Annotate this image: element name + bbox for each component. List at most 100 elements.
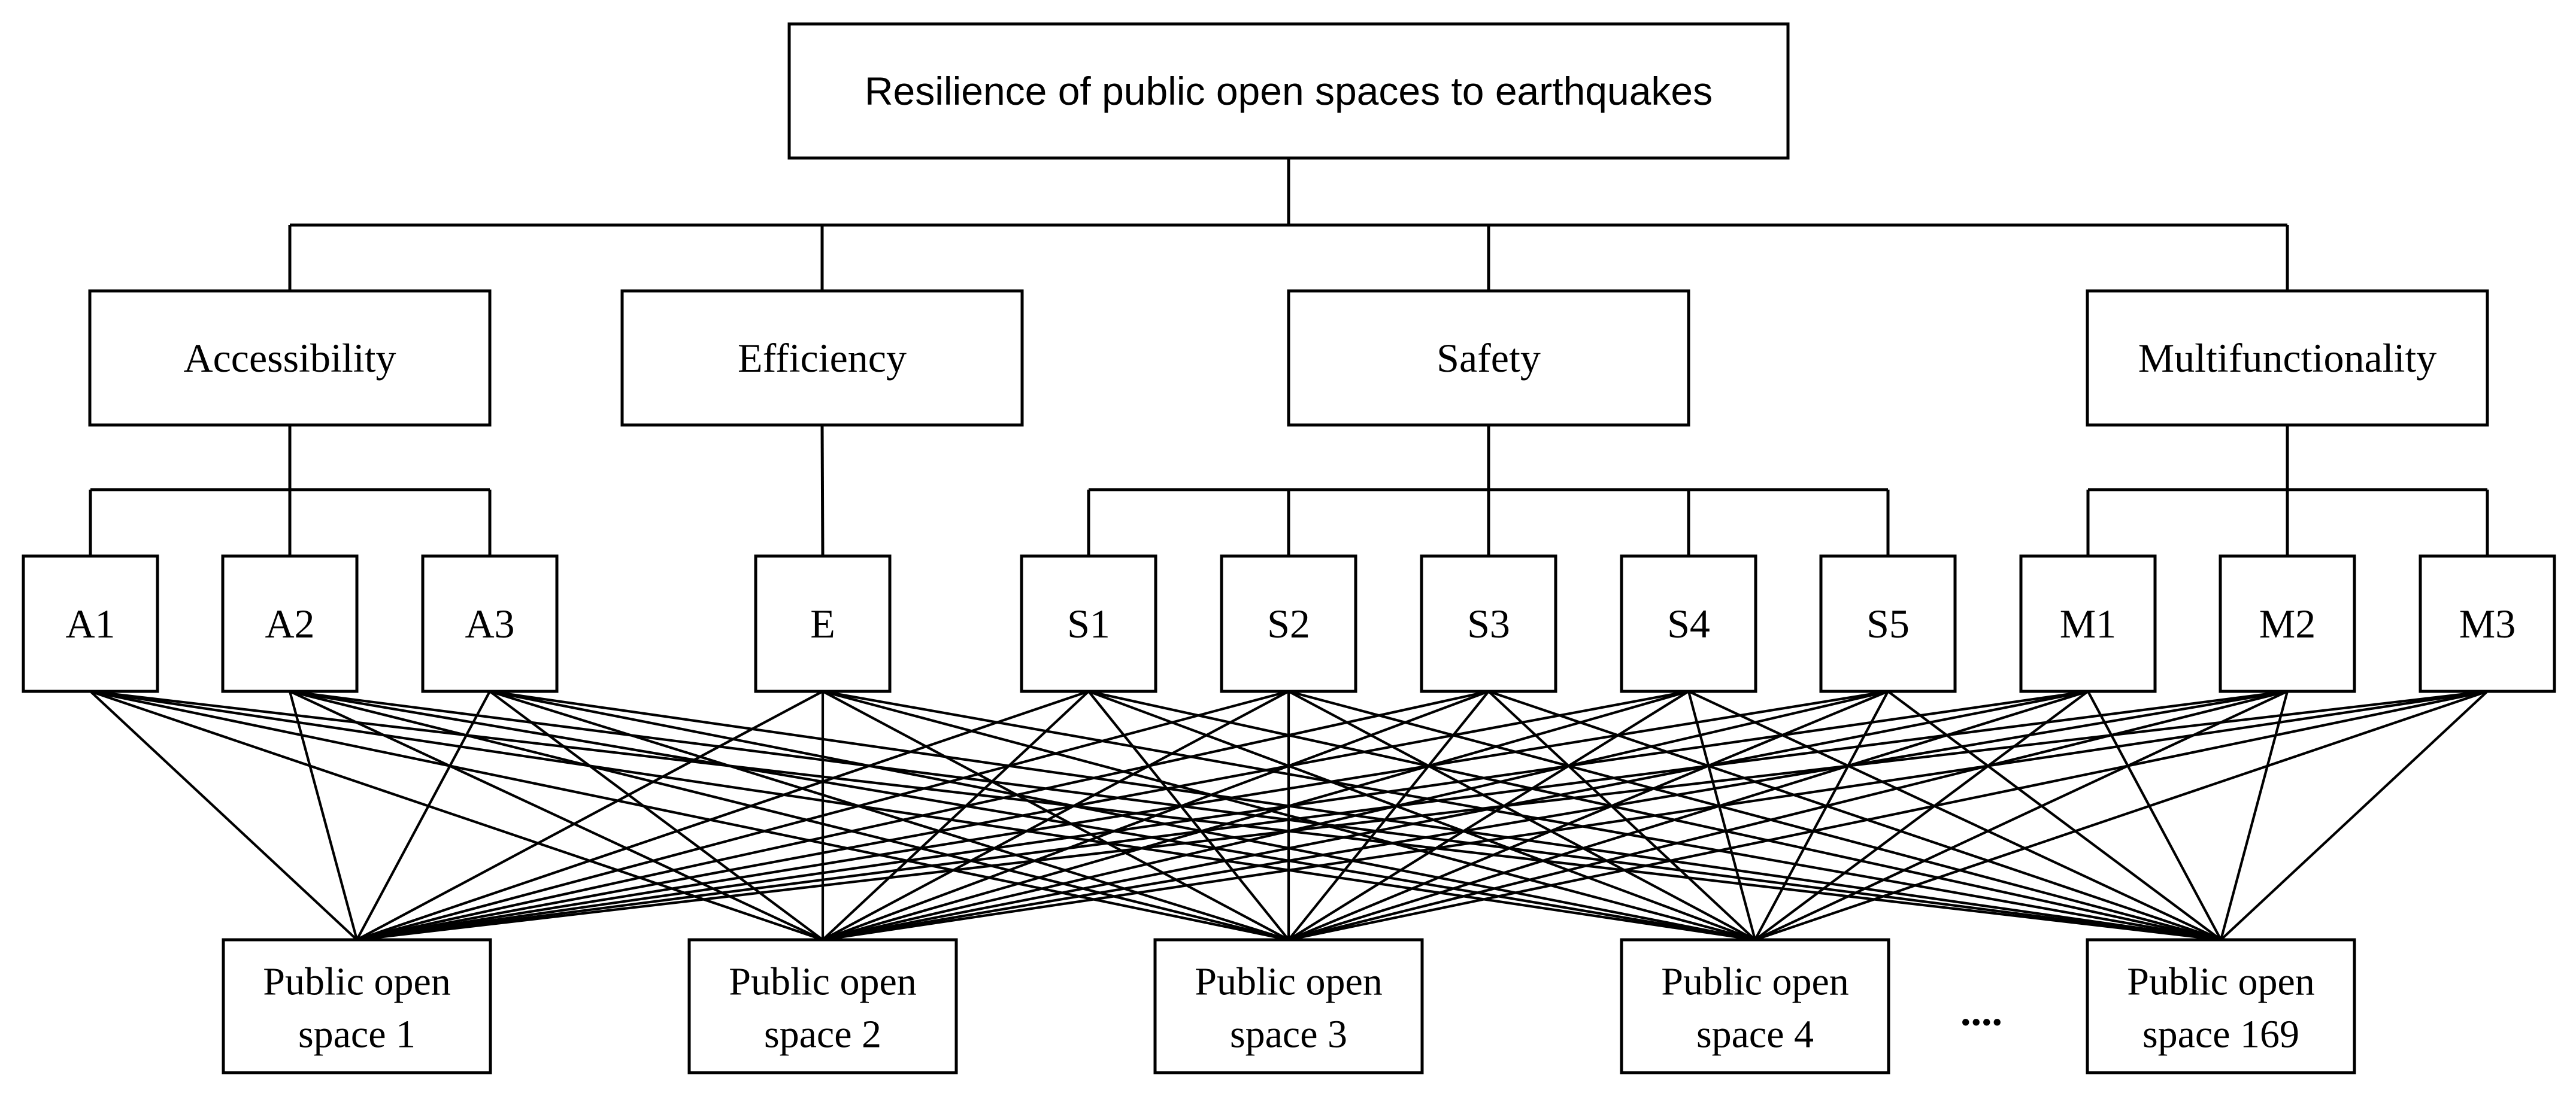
mesh-line-10-0 [356, 690, 2288, 942]
mesh-line-2-1 [489, 690, 824, 941]
criterion-box-multifunctionality: Multifunctionality [2086, 289, 2489, 427]
mesh-line-4-0 [356, 690, 1089, 941]
subcriterion-label: A1 [65, 601, 115, 646]
criterion-1-stem [820, 424, 825, 557]
criterion-label: Efficiency [738, 335, 907, 381]
mesh-line-0-2 [90, 690, 1289, 942]
mesh-line-9-0 [356, 690, 2089, 942]
alternative-label-line2: space 2 [764, 1013, 881, 1056]
alternative-label-line1: Public open [1195, 960, 1382, 1004]
mesh-line-0-1 [90, 690, 823, 941]
mesh-line-6-1 [822, 690, 1489, 941]
mesh-line-10-3 [1754, 690, 2288, 941]
mesh-line-1-1 [289, 690, 823, 941]
mesh-line-6-2 [1287, 690, 1490, 941]
subcriterion-box-s1: S1 [1020, 554, 1157, 693]
mesh-line-6-4 [1488, 690, 2222, 941]
mesh-line-6-0 [356, 690, 1489, 942]
alternative-label-line1: Public open [729, 960, 916, 1004]
mesh-line-8-1 [822, 690, 1889, 942]
mesh-line-11-1 [822, 690, 2488, 942]
alternative-label-line1: Public open [2127, 960, 2314, 1004]
criterion-box-accessibility: Accessibility [88, 289, 492, 427]
alternative-box-3: Public open space 3 [1153, 938, 1424, 1074]
alternative-label-line2: space 3 [1230, 1013, 1347, 1056]
mesh-line-2-0 [356, 691, 491, 940]
mesh-line-11-2 [1288, 690, 2488, 942]
mesh-line-1-0 [288, 691, 359, 940]
mesh-line-10-1 [822, 690, 2288, 942]
mesh-line-8-0 [356, 690, 1889, 942]
mesh-line-4-1 [822, 690, 1090, 941]
mesh-line-3-0 [356, 690, 823, 941]
mesh-line-10-2 [1288, 690, 2288, 942]
goal-label: Resilience of public open spaces to eart… [865, 69, 1713, 113]
subcriterion-box-m2: M2 [2219, 554, 2356, 693]
mesh-line-7-2 [1287, 690, 1690, 941]
alternative-connections [89, 690, 2489, 942]
subcriterion-box-m3: M3 [2419, 554, 2556, 693]
alternative-label-line1: Public open [263, 960, 450, 1004]
mesh-line-8-4 [1887, 690, 2222, 941]
subcriterion-label: E [810, 601, 835, 646]
mesh-line-5-0 [356, 690, 1289, 942]
goal-box: Resilience of public open spaces to eart… [787, 22, 1790, 160]
alternative-label-line2: space 4 [1696, 1013, 1814, 1056]
mesh-line-11-3 [1754, 690, 2488, 941]
subcriterion-box-s2: S2 [1220, 554, 1357, 693]
subcriterion-label: M3 [2459, 601, 2516, 646]
mesh-line-9-1 [822, 690, 2089, 942]
mesh-line-9-2 [1288, 690, 2089, 942]
mesh-line-11-0 [356, 690, 2488, 942]
criterion-box-efficiency: Efficiency [620, 289, 1024, 427]
subcriterion-label: M1 [2060, 601, 2116, 646]
mesh-line-0-0 [89, 690, 358, 941]
subcriterion-label: S4 [1667, 601, 1710, 646]
mesh-line-10-4 [2219, 691, 2289, 940]
criterion-label: Accessibility [183, 335, 396, 381]
subcriterion-label: S2 [1267, 601, 1310, 646]
mesh-line-9-4 [2087, 691, 2222, 940]
mesh-line-8-2 [1288, 690, 1889, 941]
mesh-line-1-2 [289, 690, 1289, 942]
criterion-box-safety: Safety [1287, 289, 1690, 427]
alternative-box-4: Public open space 4 [1620, 938, 1890, 1074]
mesh-line-7-4 [1688, 690, 2222, 941]
subcriterion-label: S1 [1067, 601, 1110, 646]
alternative-box-1: Public open space 1 [222, 938, 492, 1074]
alternative-label-line1: Public open [1661, 960, 1848, 1004]
mesh-line-5-4 [1288, 690, 2222, 942]
alternative-label-line2: space 169 [2142, 1013, 2299, 1056]
mesh-line-5-3 [1288, 690, 1756, 941]
alternative-box-169: Public open space 169 [2086, 938, 2356, 1074]
subcriterion-label: A3 [465, 601, 514, 646]
mesh-line-2-2 [489, 690, 1289, 942]
subcriterion-box-s3: S3 [1420, 554, 1557, 693]
mesh-line-4-2 [1087, 690, 1290, 941]
more-alternatives-ellipsis: .... [1960, 989, 2002, 1035]
mesh-line-7-3 [1687, 691, 1757, 940]
subcriterion-box-m1: M1 [2019, 554, 2157, 693]
mesh-line-11-4 [2220, 690, 2489, 941]
subcriterion-box-a3: A3 [421, 554, 559, 693]
mesh-line-6-3 [1487, 690, 1756, 941]
subcriterion-label: M2 [2259, 601, 2316, 646]
mesh-line-7-0 [356, 690, 1689, 942]
criterion-label: Multifunctionality [2138, 335, 2437, 381]
subcriterion-box-s4: S4 [1620, 554, 1757, 693]
subcriterion-label: S5 [1866, 601, 1910, 646]
alternative-label-line2: space 1 [298, 1013, 416, 1056]
hierarchy-connectors [89, 158, 2489, 557]
subcriterion-label: A2 [265, 601, 314, 646]
mesh-line-5-1 [822, 690, 1289, 941]
subcriterion-box-a2: A2 [221, 554, 359, 693]
subcriterion-box-s5: S5 [1819, 554, 1957, 693]
criterion-label: Safety [1437, 335, 1541, 381]
subcriterion-label: S3 [1467, 601, 1510, 646]
mesh-line-7-1 [822, 690, 1689, 942]
mesh-line-9-3 [1754, 690, 2089, 941]
subcriterion-box-e: E [754, 554, 892, 693]
subcriterion-box-a1: A1 [22, 554, 159, 693]
alternative-box-2: Public open space 2 [687, 938, 958, 1074]
